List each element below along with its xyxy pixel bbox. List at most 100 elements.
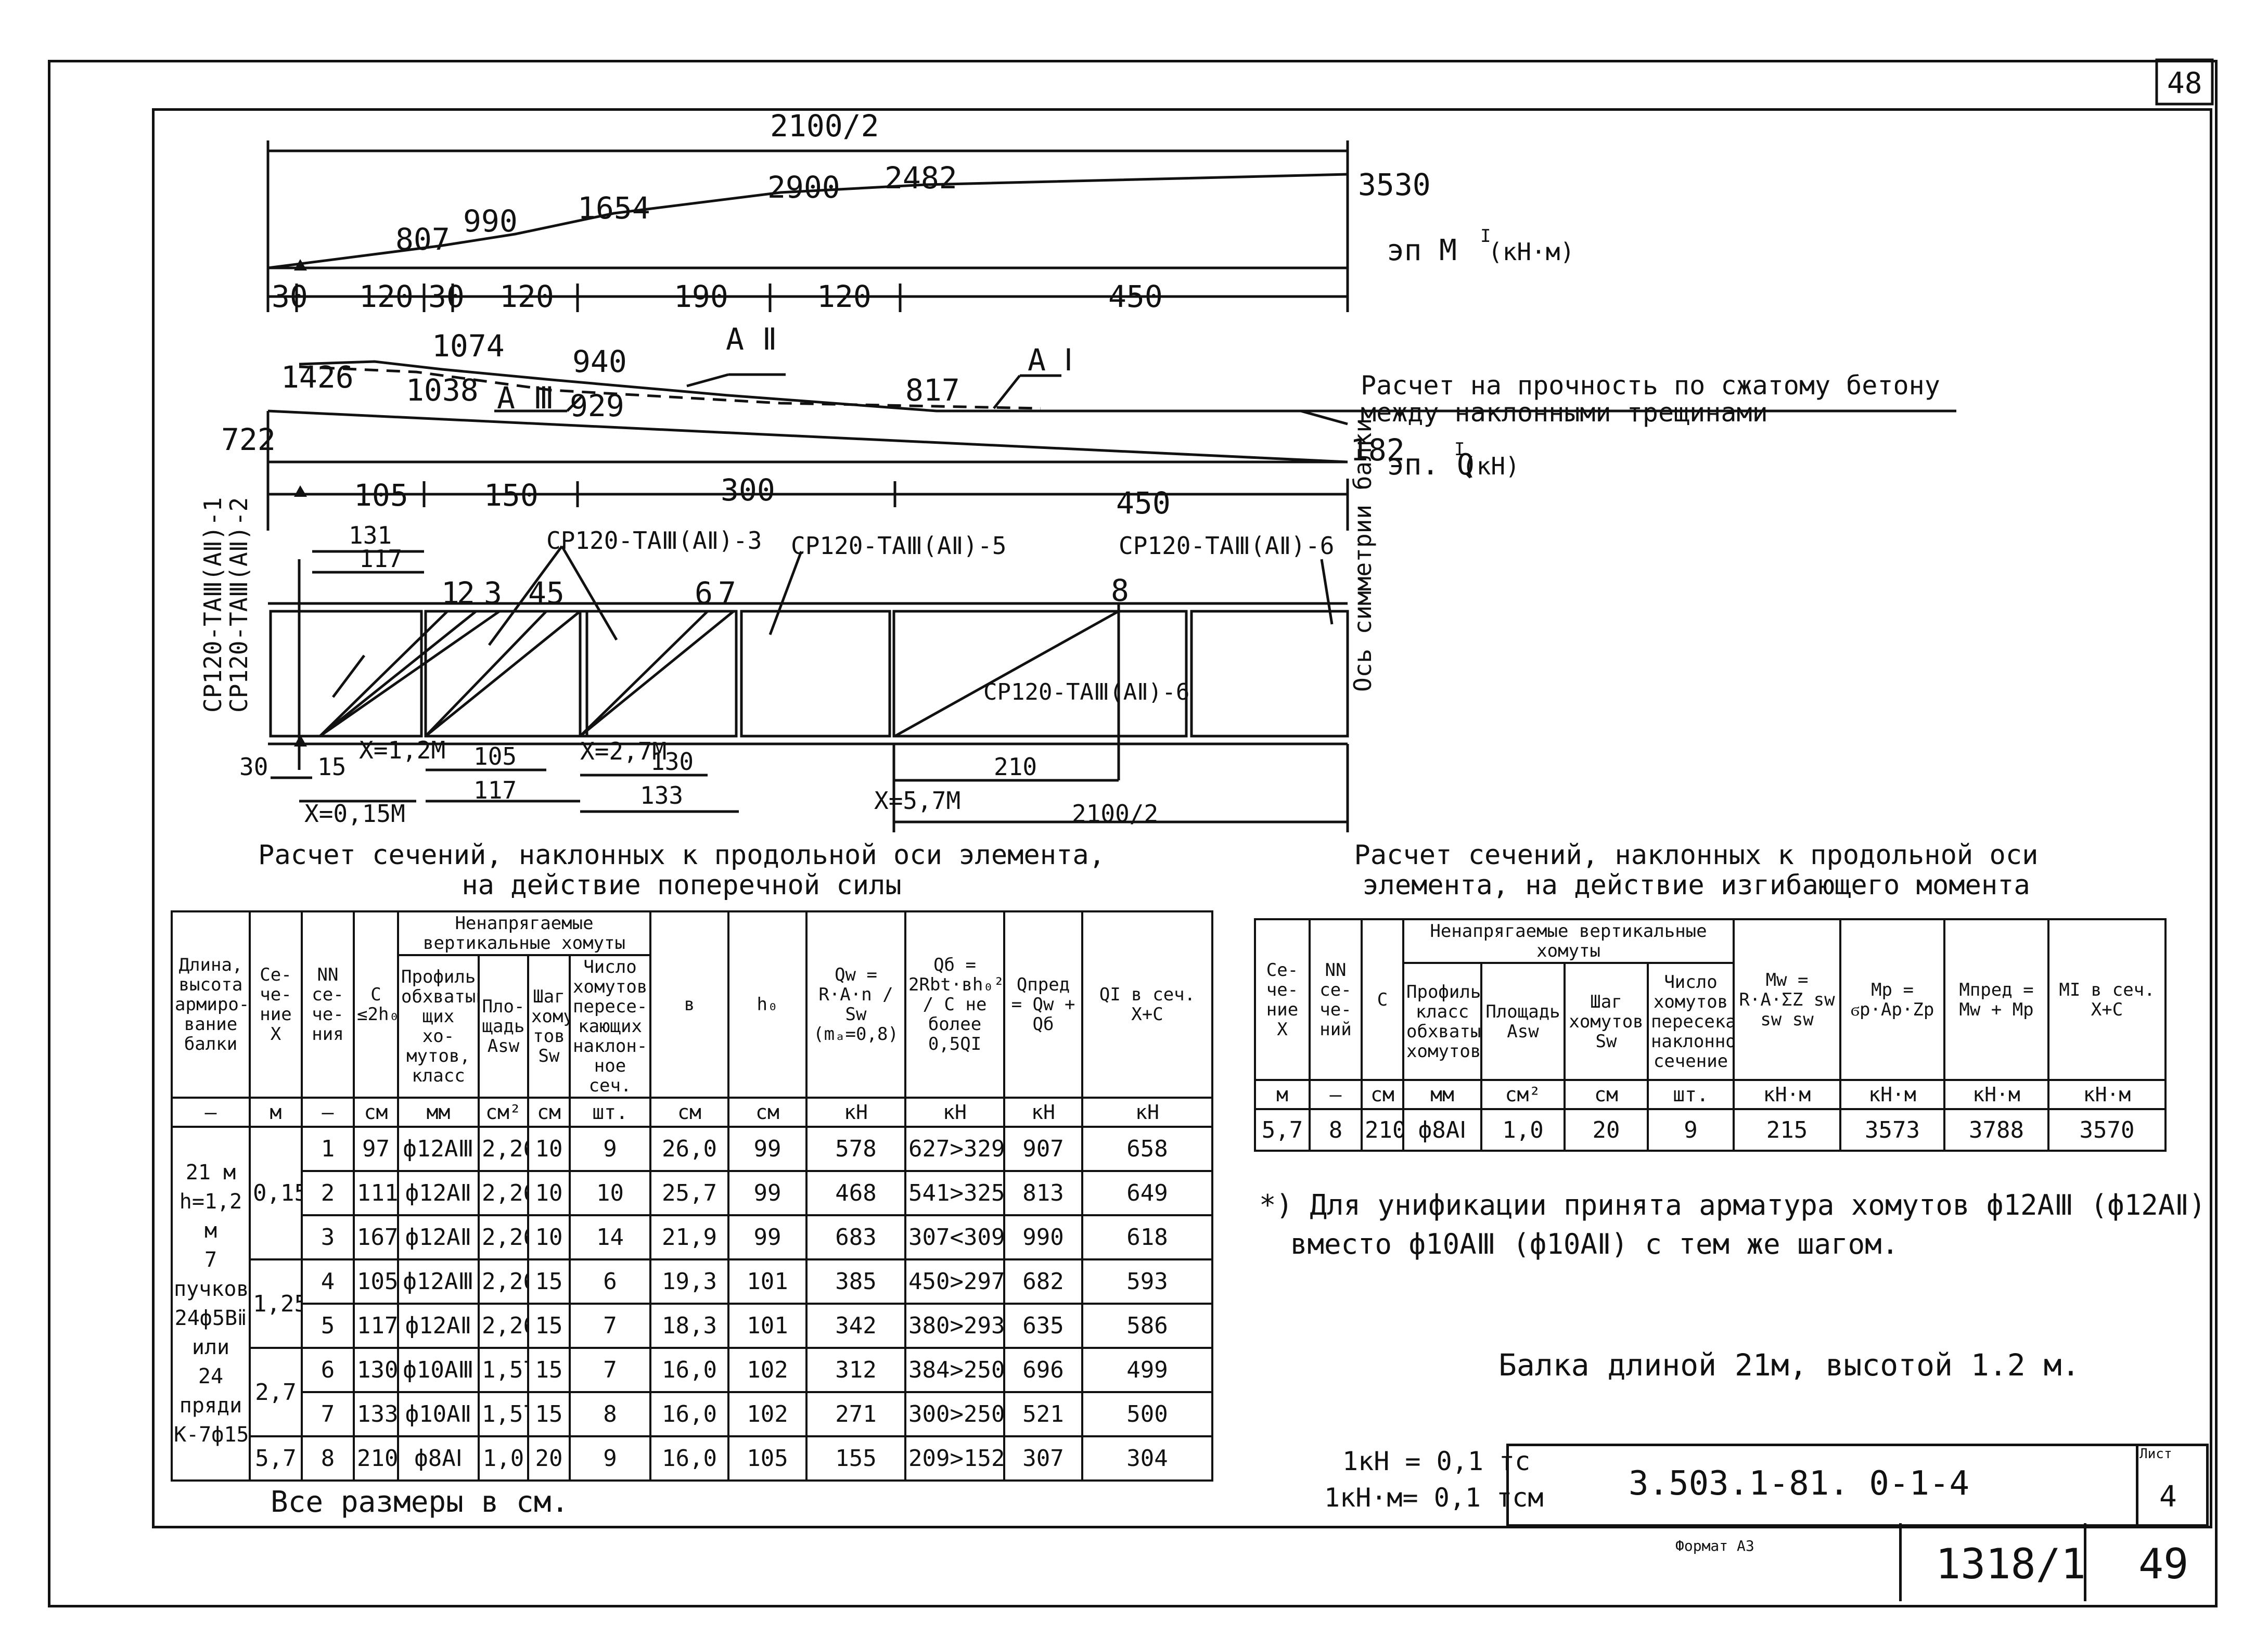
cell: 1,0 [478, 1435, 529, 1482]
cell: 990 [1003, 1214, 1084, 1260]
cell: 18,3 [649, 1303, 730, 1349]
sheet-cell [2136, 1444, 2209, 1527]
cell: 450>297 [904, 1258, 1006, 1305]
shear-segment: 150 [484, 478, 539, 513]
moment-value: 3530 [1358, 167, 1431, 202]
cell: 696 [1003, 1347, 1084, 1393]
cell: 578 [805, 1126, 907, 1172]
beam-description: 21 м h=1,2 м 7 пучков 24ф5Вⅱ или 24 пряд… [171, 1126, 251, 1482]
cell: 500 [1081, 1391, 1214, 1437]
moment-segment: 30 [272, 279, 308, 314]
cell: 304 [1081, 1435, 1214, 1482]
moment-segment: 120 [817, 279, 872, 314]
archive-number: 1318/1 [1936, 1540, 2086, 1588]
cell: ф12АⅢ [397, 1258, 480, 1305]
cell: 16,0 [649, 1347, 730, 1393]
cell: 210 [353, 1435, 399, 1482]
sheet-number: 4 [2159, 1480, 2177, 1514]
header-qw: Qw = R·A·n / Sw (mₐ=0,8) [805, 910, 907, 1099]
sheet-cell-label: Лист [2139, 1446, 2172, 1462]
cell: 635 [1003, 1303, 1084, 1349]
cell: 7 [568, 1303, 652, 1349]
frame-label: СР120-ТАⅢ(АⅡ)-6 [983, 679, 1189, 705]
cell: 133 [353, 1391, 399, 1437]
header-qi: QI в сеч. Х+С [1081, 910, 1214, 1099]
cell: 209>152 [904, 1435, 1006, 1482]
unification-note-line2: вместо ф10АⅢ (ф10АⅡ) с тем же шагом. [1290, 1228, 1899, 1260]
cell: 130 [353, 1347, 399, 1393]
moment-segment: 120 [499, 279, 554, 314]
shear-value: 817 [905, 372, 960, 408]
header-h0: h₀ [727, 910, 808, 1099]
x-label: Х=2,7М [580, 737, 667, 765]
header-b: в [649, 910, 730, 1099]
cell: 1,57 [478, 1391, 529, 1437]
dimensions-footnote: Все размеры в см. [271, 1485, 569, 1519]
cell: 111 [353, 1170, 399, 1216]
cell: 5,7 [1254, 1108, 1311, 1152]
units-row: м — см мм см² см шт. кН·м кН·м кН·м кН·м [1254, 1079, 2167, 1110]
frame-dim: 30 [239, 753, 268, 781]
moment-segment: 120 [359, 279, 414, 314]
moment-value: 990 [463, 203, 518, 239]
format-label: Формат А3 [1675, 1537, 1754, 1554]
cell: 15 [527, 1258, 571, 1305]
cell: 6 [301, 1347, 355, 1393]
cell: 385 [805, 1258, 907, 1305]
moment-span-label: 2100/2 [770, 108, 879, 144]
table-row: 1,25 4 105 ф12АⅢ 2,26 15 6 19,3 101 385 … [172, 1258, 1214, 1349]
header-mw: Mw = R·A·ΣZ sw sw sw [1733, 918, 1842, 1081]
cell: 10 [527, 1126, 571, 1172]
cell: 16,0 [649, 1391, 730, 1437]
right-section-title: Расчет сечений, наклонных к продольной о… [1354, 840, 2039, 901]
unit-cell: см² [478, 1097, 529, 1128]
rebar-label: А Ⅰ [1028, 342, 1073, 378]
cell: 101 [727, 1303, 808, 1349]
cell: 20 [527, 1435, 571, 1482]
cell: 9 [568, 1126, 652, 1172]
cell: 342 [805, 1303, 907, 1349]
header-qb: Qб = 2Rbt·вh₀² / C не более 0,5QI [904, 910, 1006, 1099]
table-row: 5,7 8 210 ф8АⅠ 1,0 20 9 16,0 105 155 209… [172, 1435, 1214, 1482]
cell: 682 [1003, 1258, 1084, 1305]
unit-cell: кН [904, 1097, 1006, 1128]
unit-cell: см [727, 1097, 808, 1128]
cell: 3570 [2047, 1108, 2167, 1152]
cell: 2,26 [478, 1170, 529, 1216]
cell: 907 [1003, 1126, 1084, 1172]
x-label: Х=5,7М [874, 787, 960, 815]
cell: 649 [1081, 1170, 1214, 1216]
frame-dim: 133 [640, 781, 683, 809]
unit-cell: см [527, 1097, 571, 1128]
table-row: 21 м h=1,2 м 7 пучков 24ф5Вⅱ или 24 пряд… [171, 1126, 1214, 1482]
cell: 2,26 [478, 1303, 529, 1349]
section-number: 1 [441, 575, 459, 611]
section-number: 4 [528, 575, 546, 611]
cell: 586 [1081, 1303, 1214, 1349]
cell: 3788 [1943, 1108, 2050, 1152]
header-beam: Длина, высота армиро-вание балки [171, 910, 251, 1099]
section-number: 8 [1111, 573, 1129, 608]
header-mpred: Mпред = Mw + Mp [1943, 918, 2050, 1081]
moment-value: 2482 [885, 160, 957, 196]
cell: 99 [727, 1126, 808, 1172]
cell: 25,7 [649, 1170, 730, 1216]
moment-diagram-unit: (кН·м) [1488, 238, 1574, 266]
frame-dim: 131 [349, 521, 392, 549]
frame-dim: 15 [317, 753, 346, 781]
cell: 4 [301, 1258, 355, 1305]
shear-strength-note: Расчет на прочность по сжатому бетону ме… [1361, 370, 1940, 428]
beam-desc-line: 21 м [185, 1161, 236, 1185]
beam-caption: Балка длиной 21м, высотой 1.2 м. [1498, 1347, 2080, 1383]
cell: 8 [568, 1391, 652, 1437]
moment-diagram-sup: I [1480, 226, 1491, 247]
header-nn: NN се-че-ния [301, 910, 355, 1099]
beam-desc-line: 24 [198, 1365, 224, 1388]
frame-label: СР120-ТАⅢ(АⅡ)-3 [546, 526, 762, 555]
shear-diagram-caption: эп. Q [1387, 448, 1475, 482]
unit-cell: см² [1480, 1079, 1566, 1110]
unit-cell: см [649, 1097, 730, 1128]
beam-desc-line: 7 [204, 1248, 217, 1272]
unit-cell: см [353, 1097, 399, 1128]
